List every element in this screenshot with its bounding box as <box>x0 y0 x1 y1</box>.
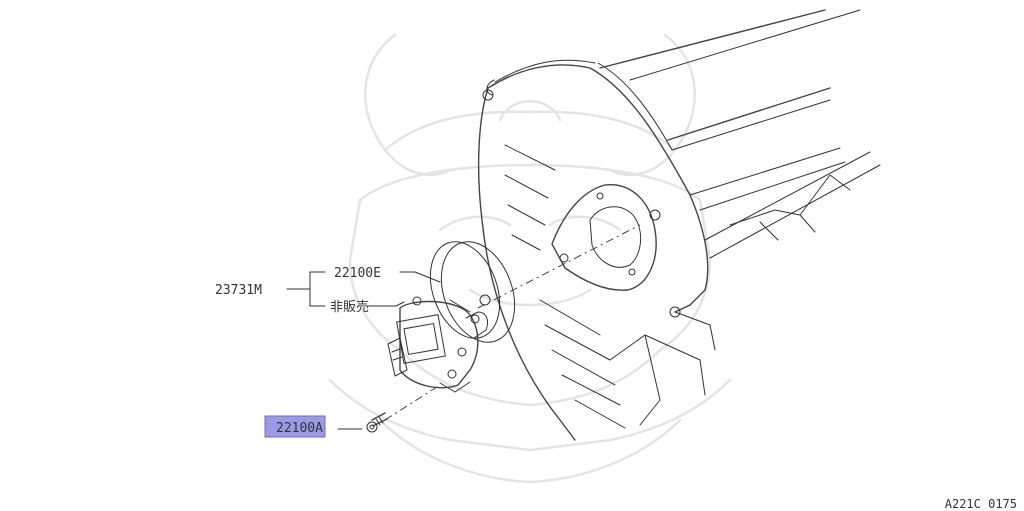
figure-code: A221C 0175 <box>945 497 1017 511</box>
watermark-logo <box>328 33 732 484</box>
assembly-centerline-rear <box>477 224 641 309</box>
transmission-case-drawing <box>477 9 881 441</box>
callout-not-sold: 非販売 <box>330 299 369 315</box>
selected-part-highlight <box>264 415 326 438</box>
callout-22100E[interactable]: 22100E <box>334 266 381 281</box>
callout-leaders <box>286 271 441 430</box>
callout-23731M[interactable]: 23731M <box>215 283 262 298</box>
callout-22100A[interactable]: 22100A <box>276 421 323 436</box>
bolt-drawing <box>366 412 388 433</box>
speed-sensor-drawing <box>387 296 489 393</box>
assembly-centerline <box>384 384 441 421</box>
